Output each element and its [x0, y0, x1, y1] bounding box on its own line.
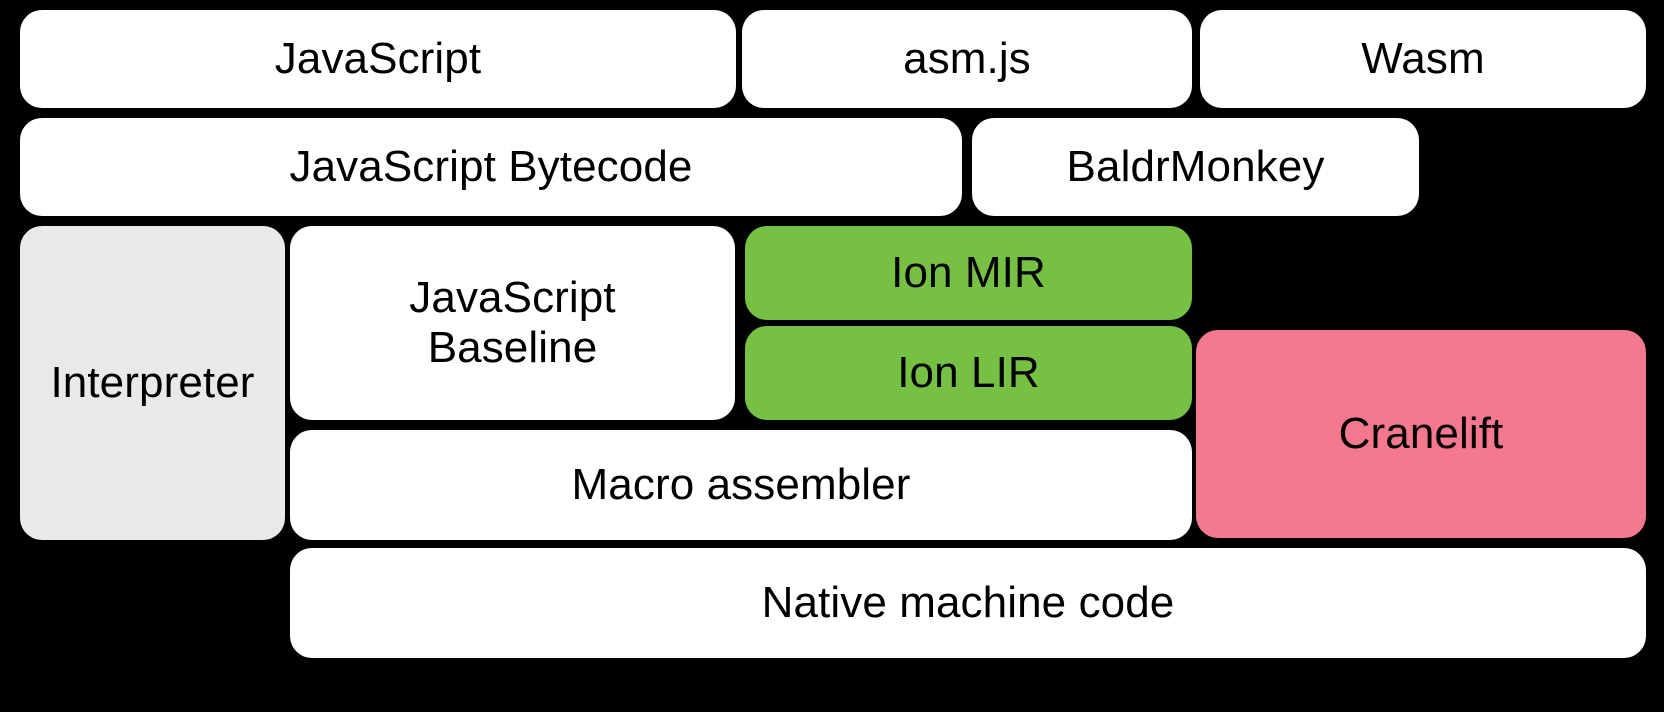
node-javascript[interactable]: JavaScript [20, 10, 736, 108]
node-interpreter[interactable]: Interpreter [20, 226, 285, 540]
node-macro-assembler[interactable]: Macro assembler [290, 430, 1192, 540]
node-javascript-bytecode[interactable]: JavaScript Bytecode [20, 118, 962, 216]
node-wasm[interactable]: Wasm [1200, 10, 1646, 108]
node-ion-mir[interactable]: Ion MIR [745, 226, 1192, 320]
node-javascript-baseline[interactable]: JavaScript Baseline [290, 226, 735, 420]
node-cranelift[interactable]: Cranelift [1196, 330, 1646, 538]
node-native-machine-code[interactable]: Native machine code [290, 548, 1646, 658]
node-baldrmonkey[interactable]: BaldrMonkey [972, 118, 1419, 216]
node-ion-lir[interactable]: Ion LIR [745, 326, 1192, 420]
node-asm-js[interactable]: asm.js [742, 10, 1192, 108]
